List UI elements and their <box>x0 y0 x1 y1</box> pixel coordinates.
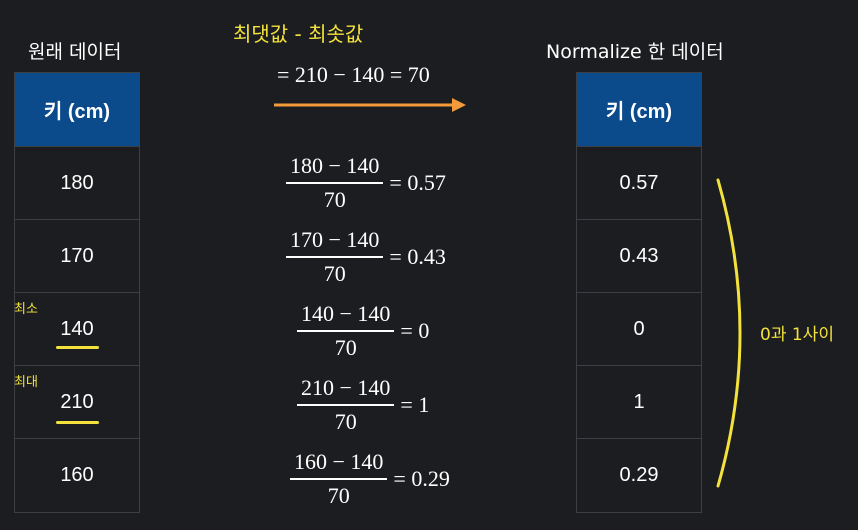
formula-denominator: 70 <box>334 334 357 360</box>
formula-row: 140 − 140 70 = 0 <box>297 302 429 360</box>
formula-numerator: 140 − 140 <box>301 301 391 326</box>
range-bracket-icon <box>716 178 742 488</box>
table-header: 키 (cm) <box>577 73 701 147</box>
formula-result: = 1 <box>400 391 430 417</box>
table-header: 키 (cm) <box>15 73 139 147</box>
table-cell: 0.29 <box>619 464 659 486</box>
arrow-right-icon <box>274 98 466 112</box>
table-cell: 0.43 <box>577 220 701 293</box>
original-data-table: 키 (cm) 180 170 140 210 160 <box>14 72 140 513</box>
formula-result: = 0 <box>400 317 430 343</box>
formula-row: 210 − 140 70 = 1 <box>297 376 429 434</box>
table-cell: 0.57 <box>577 147 701 220</box>
formula-numerator: 160 − 140 <box>294 449 384 474</box>
formula-row: 180 − 140 70 = 0.57 <box>286 154 446 212</box>
formula-denominator: 70 <box>327 482 350 508</box>
formula-numerator: 170 − 140 <box>290 227 380 252</box>
normalized-data-table: 키 (cm) 0.57 0.43 0 1 0.29 <box>576 72 702 513</box>
right-table-title: Normalize 한 데이터 <box>546 41 724 63</box>
table-cell: 210 <box>15 366 139 439</box>
formula-denominator: 70 <box>323 186 346 212</box>
table-cell: 1 <box>577 366 701 439</box>
range-equation: = 210 − 140 = 70 <box>277 62 430 87</box>
table-cell: 0 <box>577 293 701 366</box>
table-cell: 160 <box>60 464 94 486</box>
max-underline <box>56 421 99 424</box>
table-cell: 180 <box>15 147 139 220</box>
formula-denominator: 70 <box>323 260 346 286</box>
max-label: 최대 <box>14 375 38 390</box>
range-annotation: 최댓값 - 최솟값 <box>233 22 364 46</box>
left-table-title: 원래 데이터 <box>28 41 122 63</box>
formula-denominator: 70 <box>334 408 357 434</box>
formula-row: 170 − 140 70 = 0.43 <box>286 228 446 286</box>
table-cell: 140 <box>15 293 139 366</box>
min-underline <box>56 346 99 349</box>
table-cell: 170 <box>15 220 139 293</box>
min-label: 최소 <box>14 302 38 317</box>
formula-result: = 0.29 <box>393 465 450 491</box>
range-label: 0과 1사이 <box>760 325 834 345</box>
formula-numerator: 180 − 140 <box>290 153 380 178</box>
formula-result: = 0.57 <box>389 169 446 195</box>
formula-numerator: 210 − 140 <box>301 375 391 400</box>
formula-result: = 0.43 <box>389 243 446 269</box>
formula-row: 160 − 140 70 = 0.29 <box>290 450 450 508</box>
